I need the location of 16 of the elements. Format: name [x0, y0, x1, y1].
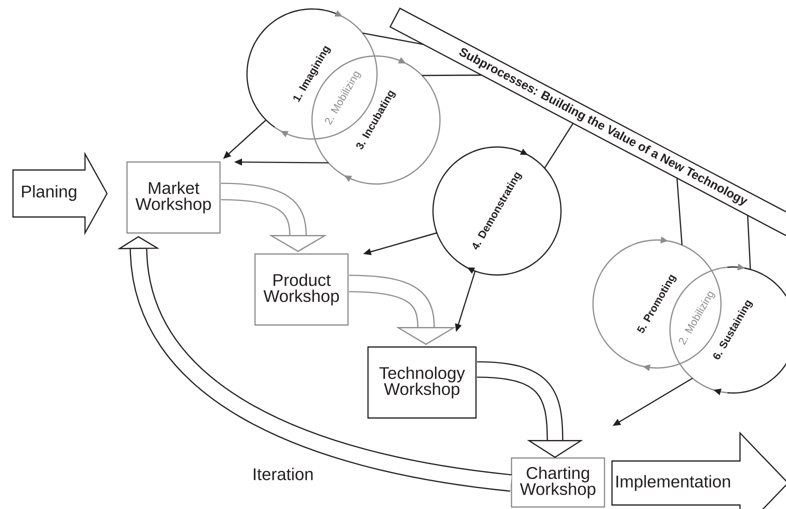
connector-line — [544, 123, 574, 168]
pointed-box: Implementation — [611, 432, 786, 509]
connector-line — [422, 74, 482, 76]
block-arrow — [476, 361, 584, 458]
connector-line — [747, 215, 751, 270]
block-arrow — [220, 182, 328, 252]
workshop-box: Charting Workshop — [510, 457, 606, 508]
block-arrow — [117, 236, 512, 492]
workshop-box: Product Workshop — [254, 253, 349, 326]
connector-line — [362, 32, 424, 46]
workshop-box: Market Workshop — [126, 161, 221, 234]
connector-line — [676, 178, 683, 246]
workshop-box: Technology Workshop — [367, 346, 477, 419]
pointed-box: Planing — [12, 152, 108, 236]
block-arrow — [348, 274, 456, 345]
edge-label: Iteration — [250, 466, 316, 482]
